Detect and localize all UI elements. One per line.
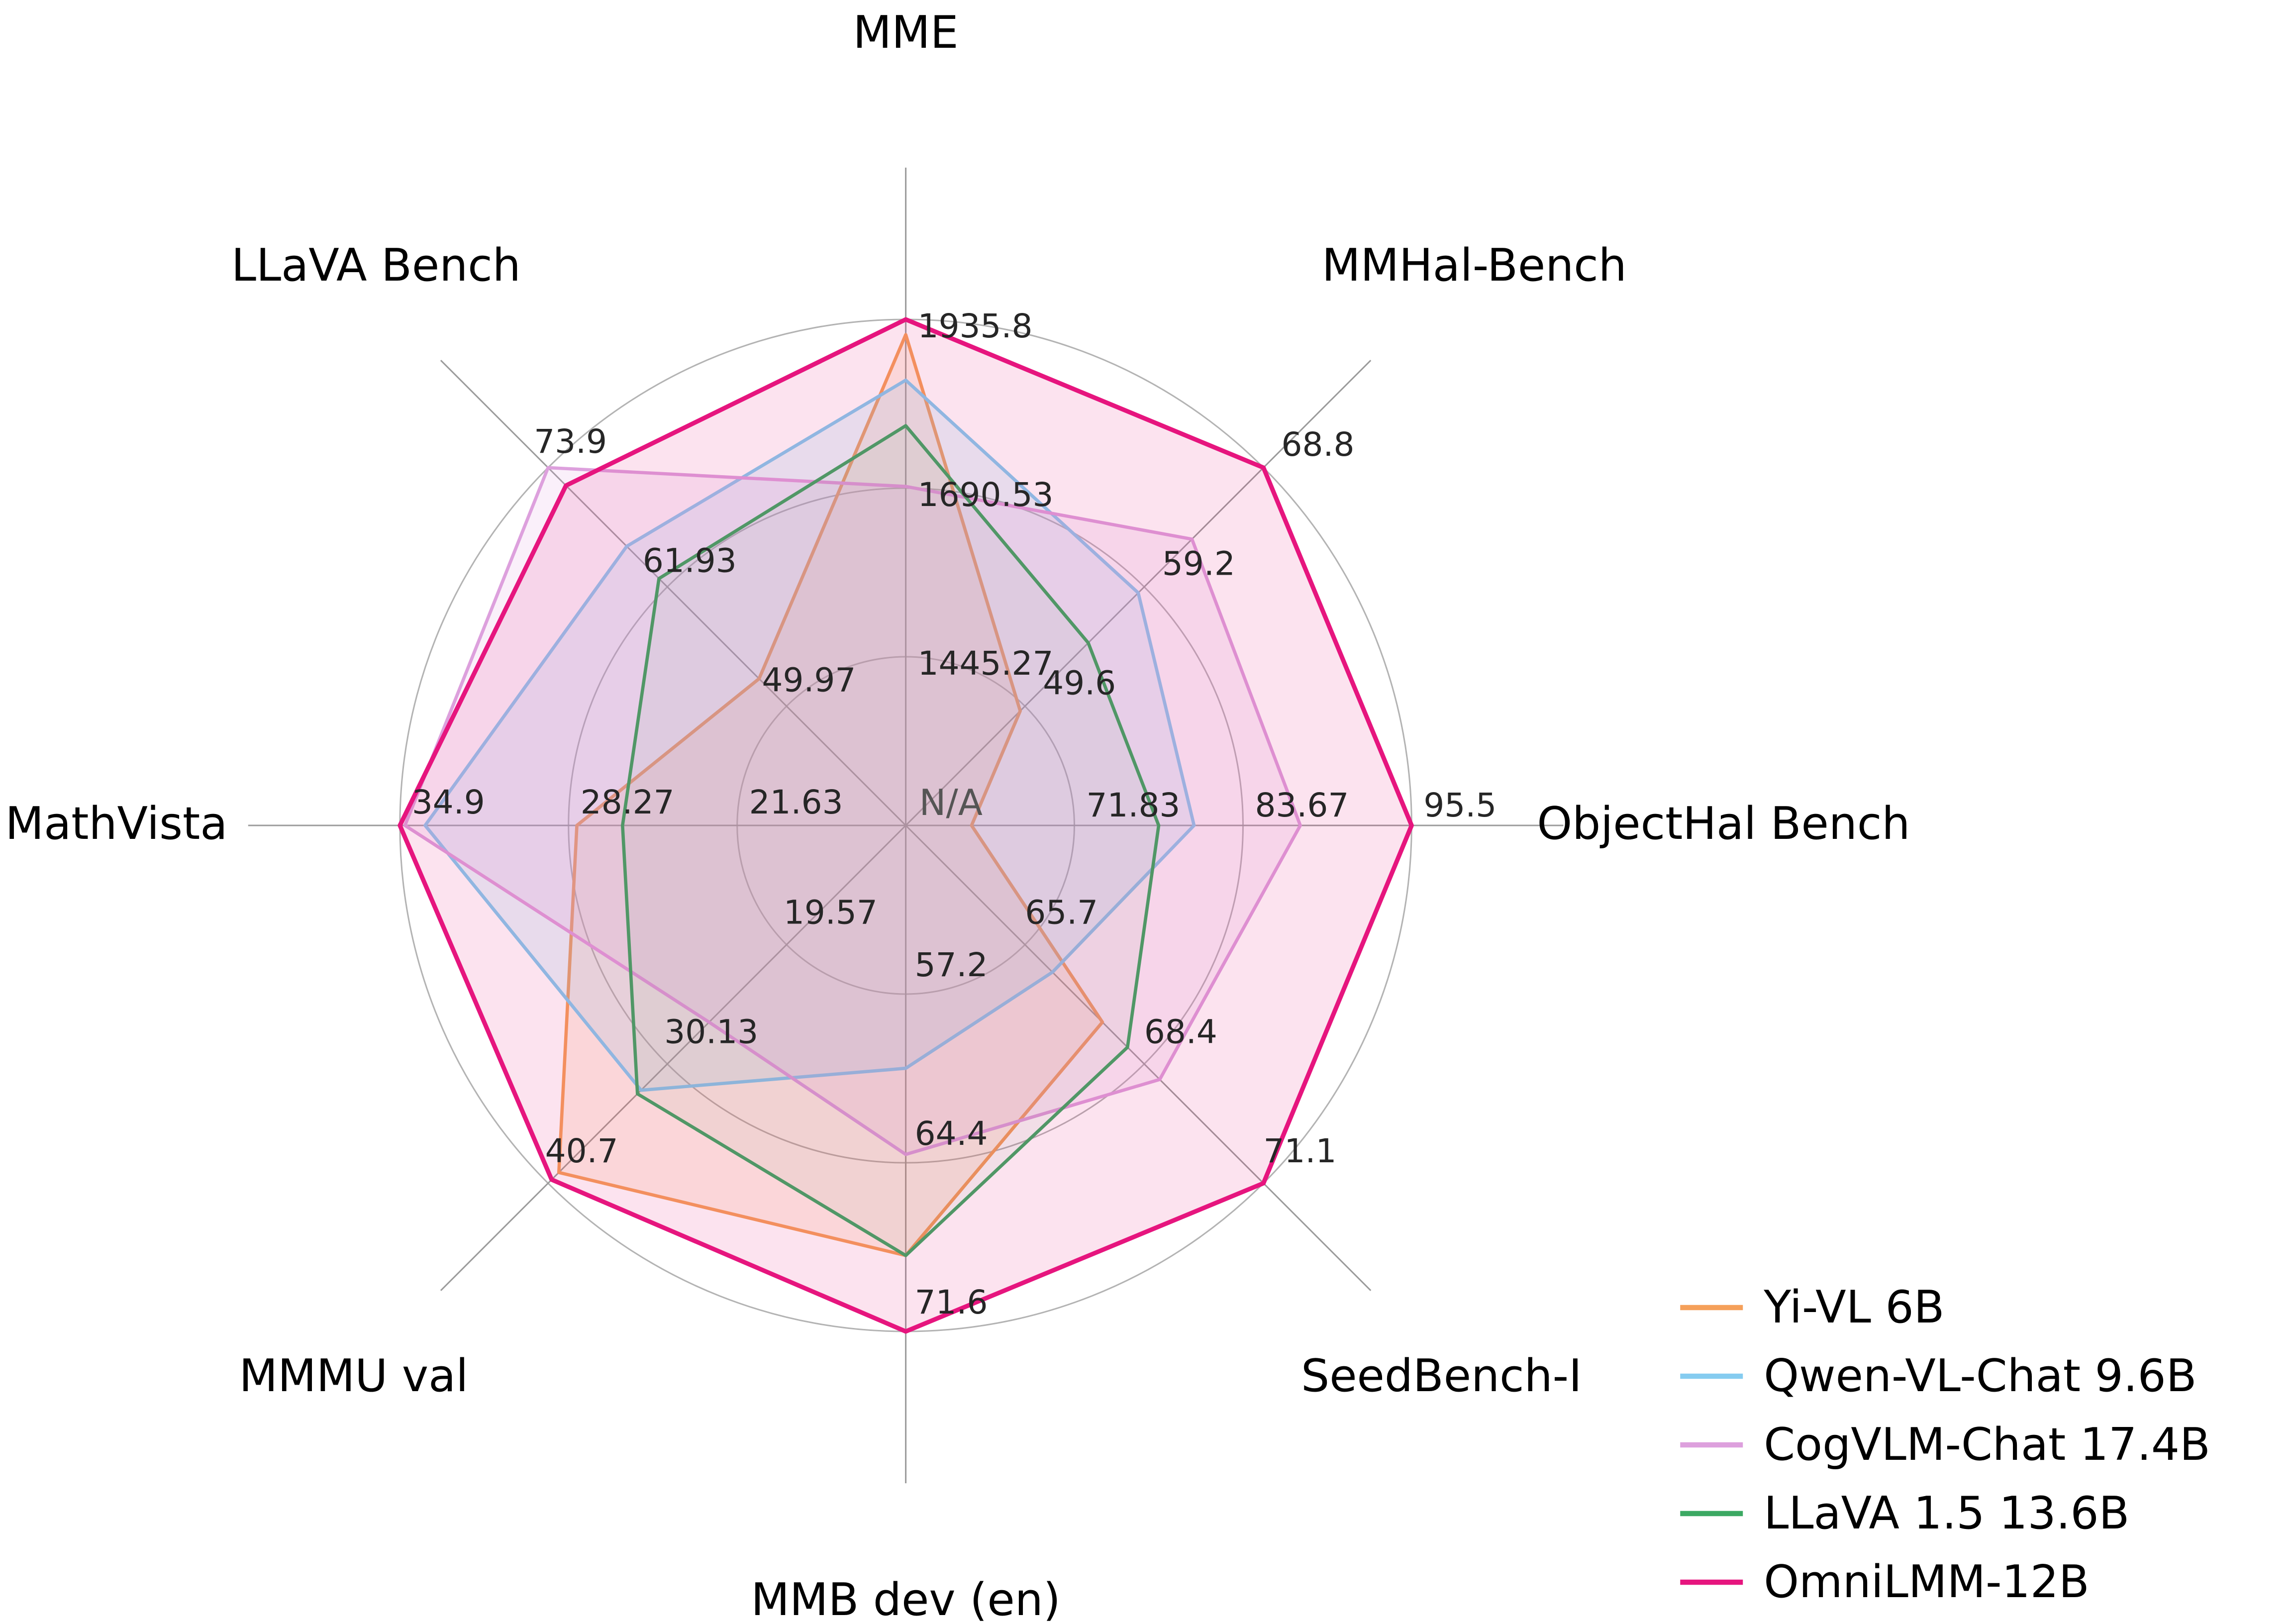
center-label: N/A <box>919 782 983 823</box>
tick-label: 49.6 <box>1043 664 1116 702</box>
axis-title-llava-bench: LLaVA Bench <box>231 239 521 292</box>
tick-label: 40.7 <box>545 1132 618 1170</box>
axis-title-seedbench-i: SeedBench-I <box>1301 1350 1582 1402</box>
legend-label: OmniLMM-12B <box>1764 1556 2090 1608</box>
tick-label: 83.67 <box>1255 786 1349 824</box>
tick-label: 68.4 <box>1144 1013 1217 1051</box>
legend-item: Yi-VL 6B <box>1680 1281 1944 1333</box>
series-polygon-qwen-vl-chat-9-6b <box>423 378 1196 1092</box>
legend-item: Qwen-VL-Chat 9.6B <box>1680 1350 2196 1402</box>
tick-label: 73.9 <box>534 422 607 461</box>
tick-label: 71.1 <box>1264 1132 1337 1170</box>
axis-title-objecthal-bench: ObjectHal Bench <box>1537 798 1910 850</box>
tick-label: 1935.8 <box>918 307 1033 345</box>
series-polygon-cogvlm-chat-17-4b <box>403 466 1302 1156</box>
tick-label: 65.7 <box>1025 894 1098 932</box>
tick-label: 30.13 <box>664 1013 758 1051</box>
tick-label: 59.2 <box>1162 545 1235 583</box>
legend-label: Qwen-VL-Chat 9.6B <box>1764 1350 2196 1402</box>
legend-item: LLaVA 1.5 13.6B <box>1680 1487 2129 1539</box>
axis-spoke <box>440 360 906 826</box>
axis-spoke <box>440 824 906 1291</box>
series-polygon-omnilmm-12b <box>398 317 1414 1334</box>
tick-label: 28.27 <box>581 783 675 821</box>
axis-title-mathvista: MathVista <box>5 798 227 850</box>
legend-item: OmniLMM-12B <box>1680 1556 2090 1608</box>
tick-label: 21.63 <box>749 783 843 821</box>
tick-label: 1690.53 <box>918 476 1054 514</box>
axis-title-mme: MME <box>853 6 959 59</box>
tick-label: 34.9 <box>412 783 485 821</box>
axis-title-mmb-dev-en-: MMB dev (en) <box>751 1574 1060 1624</box>
tick-label: 64.4 <box>915 1115 988 1153</box>
legend-item: CogVLM-Chat 17.4B <box>1680 1419 2210 1471</box>
axis-title-mmhal-bench: MMHal-Bench <box>1322 239 1627 292</box>
tick-label: 57.2 <box>915 946 988 984</box>
tick-label: 19.57 <box>784 894 878 932</box>
tick-label: 71.6 <box>915 1283 988 1321</box>
tick-label: 61.93 <box>643 542 737 580</box>
legend-label: Yi-VL 6B <box>1763 1281 1944 1333</box>
axis-title-mmmu-val: MMMU val <box>239 1350 468 1402</box>
legend-label: CogVLM-Chat 17.4B <box>1764 1419 2210 1471</box>
series-polygon-llava-1-5-13-6b <box>621 424 1161 1257</box>
tick-label: 68.8 <box>1282 425 1355 464</box>
legend-label: LLaVA 1.5 13.6B <box>1764 1487 2129 1539</box>
tick-label: 71.83 <box>1087 786 1181 824</box>
tick-label: 49.97 <box>762 661 856 699</box>
axis-spoke <box>905 824 1372 1291</box>
tick-label: 1445.27 <box>918 644 1054 683</box>
tick-label: 95.5 <box>1423 786 1496 824</box>
